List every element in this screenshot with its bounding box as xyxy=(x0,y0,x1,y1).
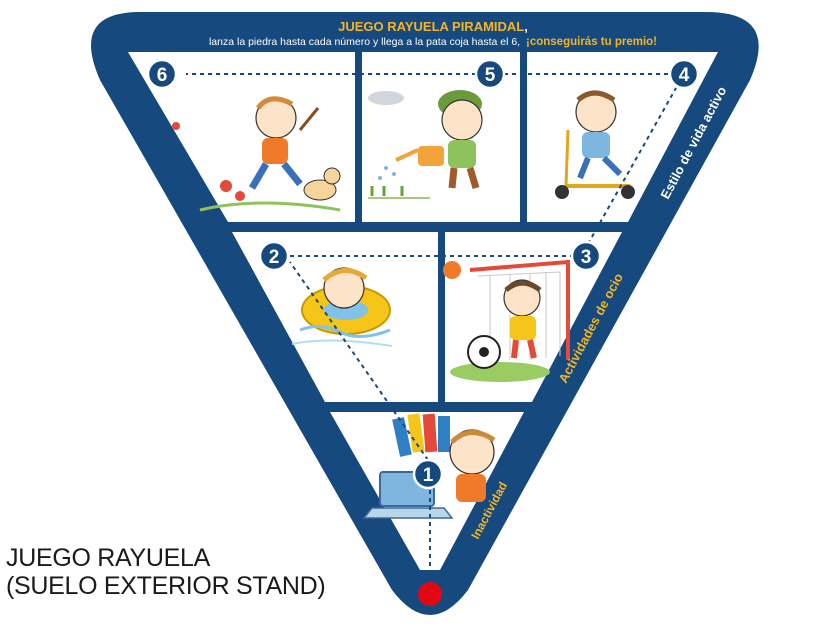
step-badge-6: 6 xyxy=(146,58,178,90)
step-badge-circle xyxy=(258,240,290,272)
step-number: 6 xyxy=(157,65,168,86)
step-badge-circle xyxy=(412,458,444,490)
child-running-dog-illustration xyxy=(172,96,341,212)
step-number: 1 xyxy=(423,465,434,486)
step-number: 3 xyxy=(581,247,592,268)
step-badge-4: 4 xyxy=(668,58,700,90)
caption: JUEGO RAYUELA (SUELO EXTERIOR STAND) xyxy=(6,544,326,600)
hopscotch-path xyxy=(186,73,677,590)
caption-line-2: (SUELO EXTERIOR STAND) xyxy=(6,572,326,600)
caption-line-1: JUEGO RAYUELA xyxy=(6,544,211,572)
step-badge-1: 1 xyxy=(412,458,444,490)
step-badge-circle xyxy=(570,240,602,272)
step-badges: 1 2 3 4 5 6 xyxy=(146,58,700,490)
step-badge-circle xyxy=(146,58,178,90)
step-badge-5: 5 xyxy=(474,58,506,90)
step-number: 2 xyxy=(269,247,280,268)
panel-4 xyxy=(527,52,718,222)
step-badge-2: 2 xyxy=(258,240,290,272)
child-scooter-illustration xyxy=(555,90,635,199)
step-number: 5 xyxy=(485,65,496,86)
step-number: 4 xyxy=(679,65,690,86)
step-badge-circle xyxy=(668,58,700,90)
header-subtitle: lanza la piedra hasta cada número y lleg… xyxy=(209,36,657,48)
child-football-goal-illustration xyxy=(443,259,570,382)
child-watering-plants-illustration xyxy=(368,90,483,199)
step-badge-circle xyxy=(474,58,506,90)
step-badge-3: 3 xyxy=(570,240,602,272)
header-title: JUEGO RAYUELA PIRAMIDAL, xyxy=(338,19,528,34)
child-swim-ring-illustration xyxy=(291,267,393,347)
start-dot xyxy=(418,582,442,606)
